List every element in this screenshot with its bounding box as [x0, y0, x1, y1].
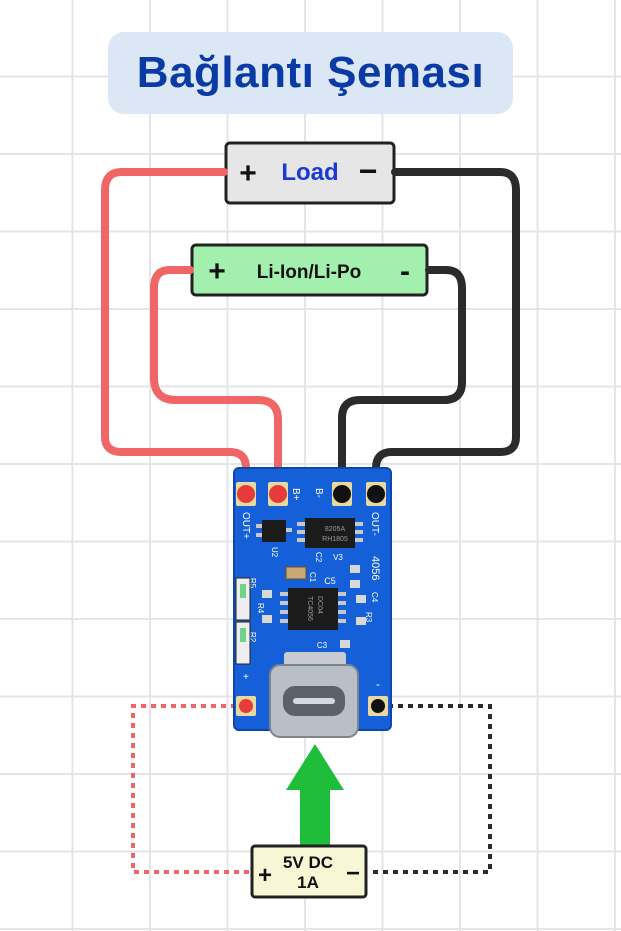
source-minus-sign: −: [346, 860, 360, 887]
label-in-minus: -: [376, 677, 380, 691]
load-label: Load: [281, 159, 338, 186]
source-plus-sign: +: [258, 862, 272, 889]
power-flow-arrow: [286, 744, 344, 846]
pad-b-minus: [333, 485, 351, 503]
pad-in-minus: [371, 699, 385, 713]
pad-out-minus: [367, 485, 385, 503]
label-r4: R4: [256, 603, 265, 614]
battery-negative-wire: [338, 266, 466, 493]
pad-b-plus: [269, 485, 287, 503]
battery-label: Li-Ion/Li-Po: [257, 262, 361, 283]
input-positive-dotted-wire: [131, 704, 250, 874]
label-r5: R5: [248, 578, 257, 589]
label-out-plus: OUT+: [240, 512, 251, 539]
load-plus-sign: +: [239, 157, 257, 190]
label-r2: R2: [248, 632, 257, 643]
pad-in-plus: [239, 699, 253, 713]
power-source-component: + 5V DC 1A −: [250, 844, 368, 899]
label-c3: C3: [317, 641, 328, 650]
chip-top-marking-2: RH1805: [322, 536, 348, 543]
load-negative-wire: [372, 168, 520, 493]
label-out-minus: OUT-: [369, 512, 380, 536]
source-current-label: 1A: [297, 873, 319, 892]
label-r3: R3: [364, 612, 373, 623]
label-v3: V3: [333, 553, 343, 562]
chip-top-marking-1: 8205A: [325, 526, 346, 533]
label-c4: C4: [370, 592, 379, 603]
label-u2: U2: [270, 547, 279, 558]
battery-component: + Li-Ion/Li-Po -: [186, 243, 433, 297]
load-positive-wire: [101, 168, 250, 493]
page-title: Bağlantı Şeması: [136, 48, 485, 97]
chip-main-marking-1: TC4056: [306, 596, 313, 621]
load-minus-sign: −: [359, 153, 378, 189]
label-c1: C1: [308, 572, 317, 583]
battery-minus-sign: -: [400, 255, 410, 288]
charger-board: OUT+ B+ B- OUT- 8205A RH1805: [233, 467, 392, 738]
title-banner: Bağlantı Şeması: [108, 32, 513, 114]
chip-main-marking-2: DC04: [316, 596, 323, 614]
label-b-minus: B-: [313, 488, 324, 498]
battery-plus-sign: +: [208, 255, 226, 288]
input-negative-dotted-wire: [368, 704, 492, 874]
source-voltage-label: 5V DC: [283, 853, 333, 872]
label-c5: C5: [324, 576, 336, 586]
label-in-plus: +: [243, 672, 249, 683]
label-c2: C2: [314, 552, 323, 563]
load-component: + Load −: [220, 141, 399, 205]
module-name: 4056: [369, 556, 381, 580]
pad-out-plus: [237, 485, 255, 503]
label-b-plus: B+: [290, 488, 301, 501]
battery-positive-wire: [150, 266, 282, 493]
